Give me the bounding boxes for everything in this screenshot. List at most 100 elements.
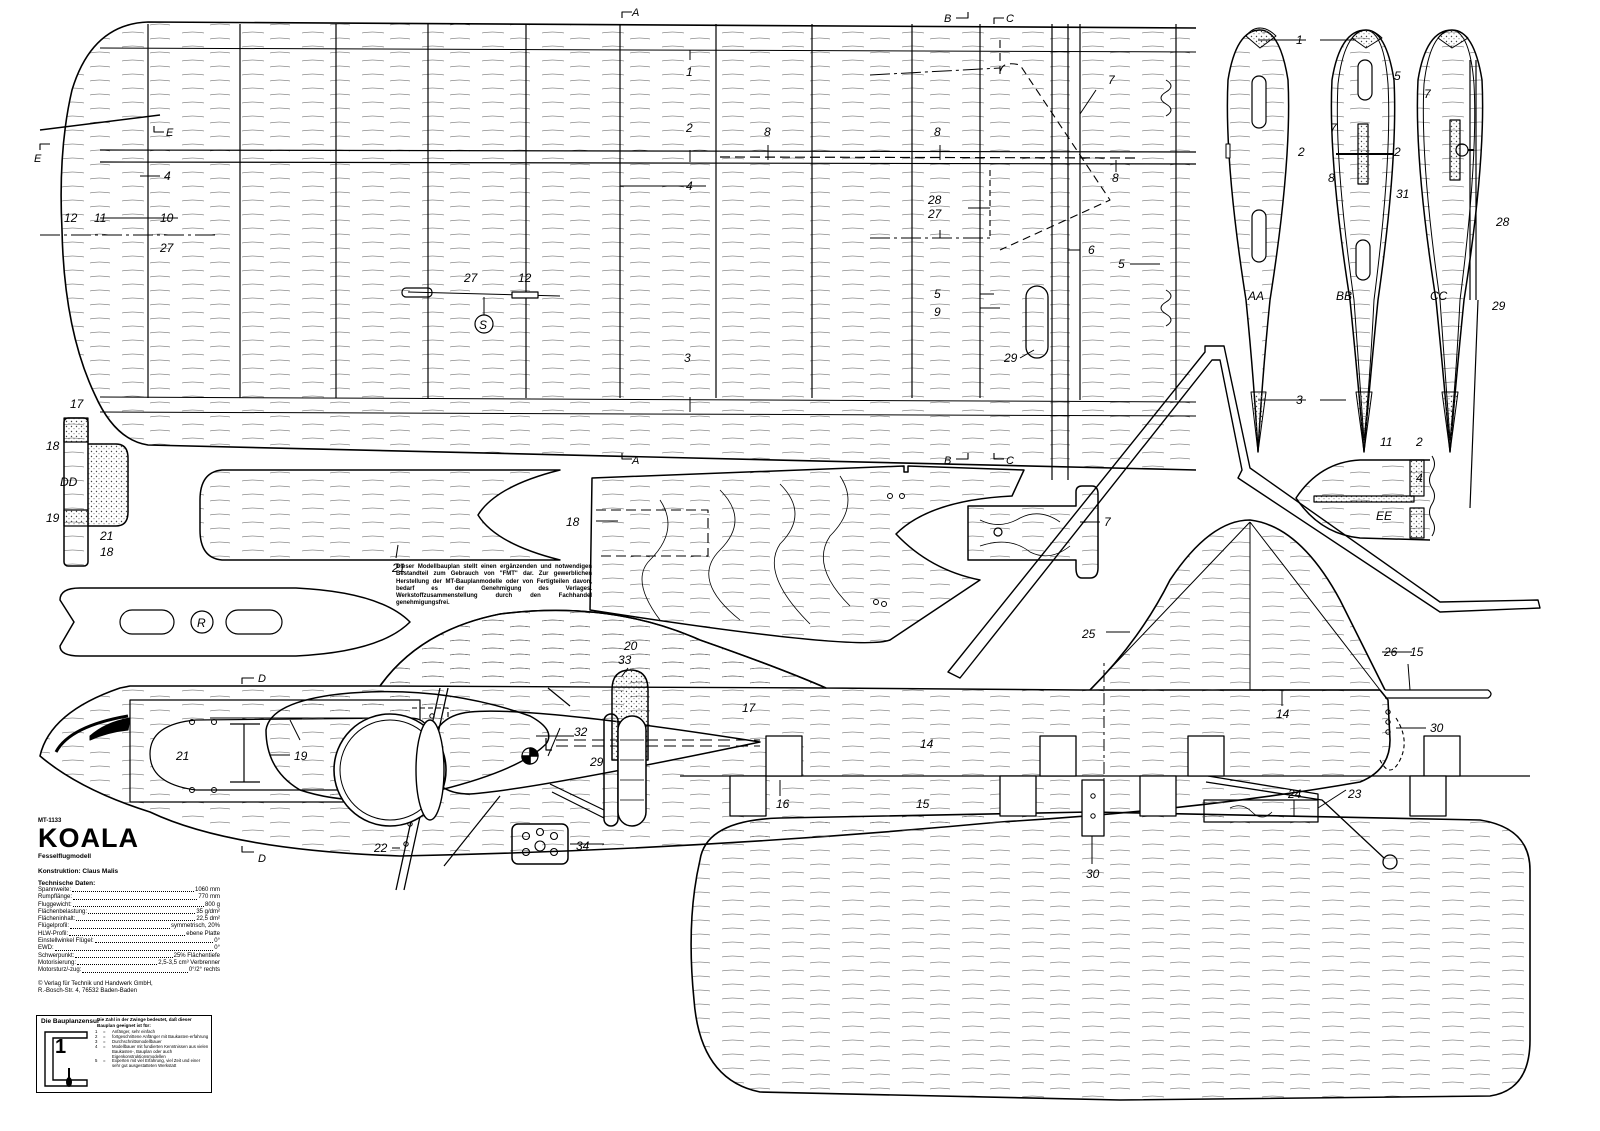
label-15-tail: 15 (1410, 645, 1424, 659)
label-3-section: 3 (1296, 393, 1303, 407)
spec-key: Motorsturz/-zug: (38, 967, 82, 974)
label-14-tail: 14 (1276, 707, 1290, 721)
spec-list: Spannweite: 1060 mm Rumpflänge:770 mm Flu… (38, 887, 220, 975)
label-23-skid: 23 (1347, 787, 1362, 801)
rating-number: 1 (55, 1036, 67, 1058)
label-18-plate: 18 (566, 515, 580, 529)
label-6-wing: 6 (1088, 243, 1095, 257)
label-26-fin: 26 (1383, 645, 1398, 659)
stabilizer-plan (680, 660, 1531, 1101)
label-9-wing: 9 (934, 305, 941, 319)
section-ee-label: EE (1376, 509, 1393, 523)
plan-subtitle: Fesselflugmodell (38, 853, 92, 860)
rating-level: 3=Durchschnittsmodellbauer (95, 1038, 162, 1044)
label-11-left: 11 (94, 211, 106, 225)
label-1-wing: 1 (686, 65, 693, 79)
label-27-left: 27 (159, 241, 175, 255)
spec-value: 0° (214, 945, 220, 952)
section-e-right: E (166, 127, 174, 139)
label-21-doubler: 21 (391, 561, 405, 575)
label-19-fuselage: 19 (294, 749, 308, 763)
spec-key: Motorisierung: (38, 959, 77, 966)
label-27-mid: 27 (463, 271, 479, 285)
spec-key: Flächenbelastung: (38, 908, 88, 915)
spec-row: Einstellwinkel Flügel:0° (38, 938, 220, 945)
label-32-pant: 32 (574, 725, 588, 739)
spec-key: Spannweite: (38, 887, 72, 893)
section-a-top: A (631, 7, 639, 19)
section-dd-label: DD (60, 475, 78, 489)
spec-key: Schwerpunkt: (38, 952, 75, 959)
label-34-hub: 34 (576, 839, 590, 853)
section-e-left: E (34, 153, 42, 165)
spec-row: Flächeninhalt: 22,5 dm² (38, 916, 220, 923)
label-18-dd-b: 18 (100, 545, 114, 559)
spec-row: Rumpflänge:770 mm (38, 894, 220, 901)
spec-key: HLW-Profil: (38, 930, 69, 937)
label-4-wing: 4 (686, 179, 693, 193)
clamp-icon (44, 1031, 88, 1087)
plan-title: KOALA (38, 823, 139, 853)
plan-labels: A B C A B C E E D D AA BB CC DD EE S R 1… (34, 7, 1510, 881)
difficulty-rating-box: Die Bauplanzensur Die Zahl in der Zwinge… (36, 1015, 212, 1093)
spec-value: ebene Platte (186, 930, 220, 937)
spec-row: Fluggewicht:800 g (38, 902, 220, 909)
label-1-section: 1 (1296, 33, 1303, 47)
label-33-wheel: 33 (618, 653, 632, 667)
rating-levels: 1=Anfänger, sehr einfach 2=fortgeschritt… (95, 1029, 209, 1069)
section-dd (63, 417, 129, 567)
label-19-dd: 19 (46, 511, 60, 525)
label-7-section-bb: 7 (1330, 121, 1338, 135)
spec-key: Fluggewicht: (38, 901, 72, 908)
label-28-section-cc: 28 (1495, 215, 1510, 229)
label-28-wing: 28 (927, 193, 942, 207)
wing-outline (60, 21, 1197, 471)
label-21-fuselage: 21 (175, 749, 189, 763)
label-2-ee: 2 (1415, 435, 1423, 449)
tech-data-heading: Technische Daten: (38, 880, 96, 887)
spec-key: Einstellwinkel Flügel: (38, 938, 94, 945)
rating-intro: Die Zahl in der Zwinge bedeutet, daß die… (97, 1017, 192, 1028)
label-17-dd: 17 (70, 397, 85, 411)
wheel-pant (265, 690, 550, 827)
copyright-notice: Dieser Modellbauplan stellt einen ergänz… (396, 564, 592, 607)
rating-level: 4=Modellbauer mit fundierten Kenntnissen… (95, 1043, 209, 1059)
spec-row: Flügelprofil:symmetrisch, 20% (38, 923, 220, 930)
label-16-stab: 16 (776, 797, 790, 811)
rating-level: 1=Anfänger, sehr einfach (95, 1029, 155, 1034)
label-29-fuselage: 29 (589, 755, 604, 769)
spec-value: 22,5 dm² (196, 916, 220, 923)
rating-level: 2=fortgeschrittene Anfänger mit Baukaste… (95, 1033, 209, 1039)
spec-value: 1060 mm (194, 887, 220, 893)
spec-key: EWD: (38, 945, 54, 952)
section-bb-label: BB (1336, 289, 1352, 303)
label-10-left: 10 (160, 211, 174, 225)
label-2-section: 2 (1297, 145, 1305, 159)
part-21-doubler (199, 469, 561, 561)
marker-s: S (479, 318, 487, 332)
title-block: MT-1133 KOALA Fesselflugmodell Konstrukt… (38, 818, 220, 996)
label-5-wing-right: 5 (1118, 257, 1125, 271)
label-14-stab: 14 (920, 737, 934, 751)
label-7-section-cc: 7 (1424, 87, 1432, 101)
spec-row: Flächenbelastung: 35 g/dm² (38, 909, 220, 916)
section-c-bottom: C (1006, 455, 1014, 467)
label-30-tail: 30 (1430, 721, 1444, 735)
label-30-stab: 30 (1086, 867, 1100, 881)
label-17-fuselage: 17 (742, 701, 757, 715)
marker-r: R (197, 616, 206, 630)
part-18-tank-plate (589, 465, 1025, 644)
label-4-wing-left: 4 (164, 169, 171, 183)
label-12-mid: 12 (518, 271, 532, 285)
part-7-bellcrank-mount (967, 485, 1099, 579)
spec-key: Flügelprofil: (38, 923, 70, 930)
spec-key: Flächeninhalt: (38, 916, 76, 923)
label-29-wing: 29 (1003, 351, 1018, 365)
label-8-c: 8 (1112, 171, 1119, 185)
label-31-section-cc: 31 (1396, 187, 1409, 201)
label-24-skid: 24 (1287, 787, 1302, 801)
spec-value: 35 g/dm² (196, 908, 220, 915)
spec-value: 2,5-3,5 cm³ Verbrenner (158, 959, 220, 966)
label-4-ee: 4 (1416, 471, 1423, 485)
